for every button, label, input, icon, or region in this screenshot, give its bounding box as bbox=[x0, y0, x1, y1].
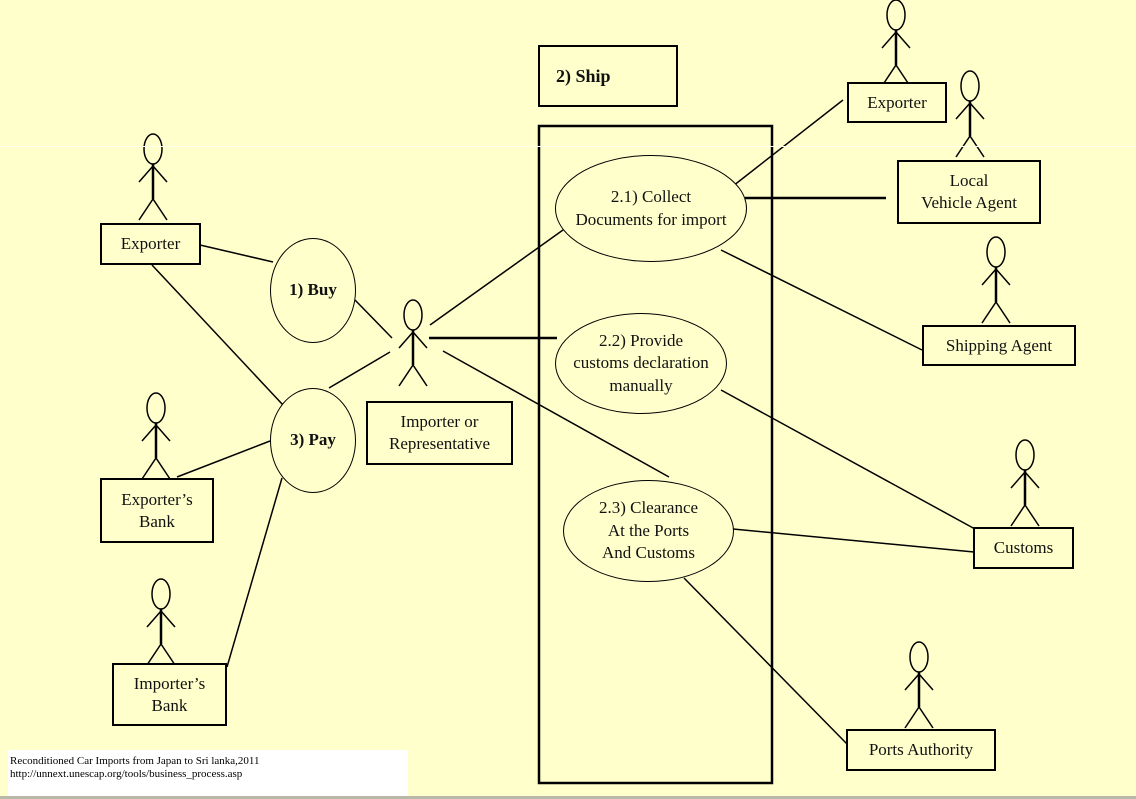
stick-figure-importers-bank-icon bbox=[146, 578, 176, 666]
stick-figure-exporter-left-icon bbox=[138, 133, 168, 221]
citation-text: Reconditioned Car Imports from Japan to … bbox=[10, 755, 260, 767]
actor-exporter-left[interactable]: Exporter bbox=[100, 223, 201, 265]
stick-figure-local-vehicle-agent-icon bbox=[955, 70, 985, 158]
assoc-customs-clearance bbox=[732, 528, 975, 553]
bottom-border bbox=[0, 796, 1136, 799]
actor-importer-representative[interactable]: Importer or Representative bbox=[366, 401, 513, 465]
use-case-collect-documents[interactable]: 2.1) Collect Documents for import bbox=[555, 155, 747, 262]
render-artifact-line bbox=[0, 146, 1136, 147]
stick-figure-exporter-right-icon bbox=[881, 0, 911, 87]
use-case-customs-declaration[interactable]: 2.2) Provide customs declaration manuall… bbox=[555, 313, 727, 414]
assoc-importersbank-pay bbox=[226, 477, 283, 668]
use-case-buy[interactable]: 1) Buy bbox=[270, 238, 356, 343]
system-boundary-label: 2) Ship bbox=[538, 45, 678, 107]
assoc-exporter-buy bbox=[199, 244, 274, 263]
assoc-importer-collect bbox=[429, 229, 564, 326]
assoc-exporter2-collect bbox=[732, 99, 844, 187]
actor-exporter-right[interactable]: Exporter bbox=[847, 82, 947, 123]
actor-importers-bank[interactable]: Importer’s Bank bbox=[112, 663, 227, 726]
system-boundary bbox=[537, 124, 774, 785]
stick-figure-exporters-bank-icon bbox=[141, 392, 171, 480]
source-url[interactable]: http://unnext.unescap.org/tools/business… bbox=[10, 768, 243, 780]
assoc-importer-clearance bbox=[442, 350, 670, 478]
assoc-exporter-pay bbox=[151, 264, 284, 406]
stick-figure-customs-icon bbox=[1010, 439, 1040, 527]
actor-ports-authority[interactable]: Ports Authority bbox=[846, 729, 996, 771]
stick-figure-shipping-agent-icon bbox=[981, 236, 1011, 324]
stick-figure-importer-icon bbox=[398, 299, 428, 387]
actor-shipping-agent[interactable]: Shipping Agent bbox=[922, 325, 1076, 366]
assoc-importer-buy bbox=[354, 299, 393, 339]
stick-figure-ports-authority-icon bbox=[904, 641, 934, 729]
actor-exporters-bank[interactable]: Exporter’s Bank bbox=[100, 478, 214, 543]
assoc-customs-declare bbox=[720, 389, 976, 530]
assoc-ports-clearance bbox=[683, 577, 849, 746]
source-citation: Reconditioned Car Imports from Japan to … bbox=[8, 750, 408, 799]
assoc-shippingagent-collect bbox=[720, 249, 923, 351]
use-case-pay[interactable]: 3) Pay bbox=[270, 388, 356, 493]
actor-local-vehicle-agent[interactable]: Local Vehicle Agent bbox=[897, 160, 1041, 224]
use-case-clearance[interactable]: 2.3) Clearance At the Ports And Customs bbox=[563, 480, 734, 582]
assoc-exportersbank-pay bbox=[176, 440, 271, 478]
assoc-importer-pay bbox=[328, 351, 391, 389]
actor-customs[interactable]: Customs bbox=[973, 527, 1074, 569]
